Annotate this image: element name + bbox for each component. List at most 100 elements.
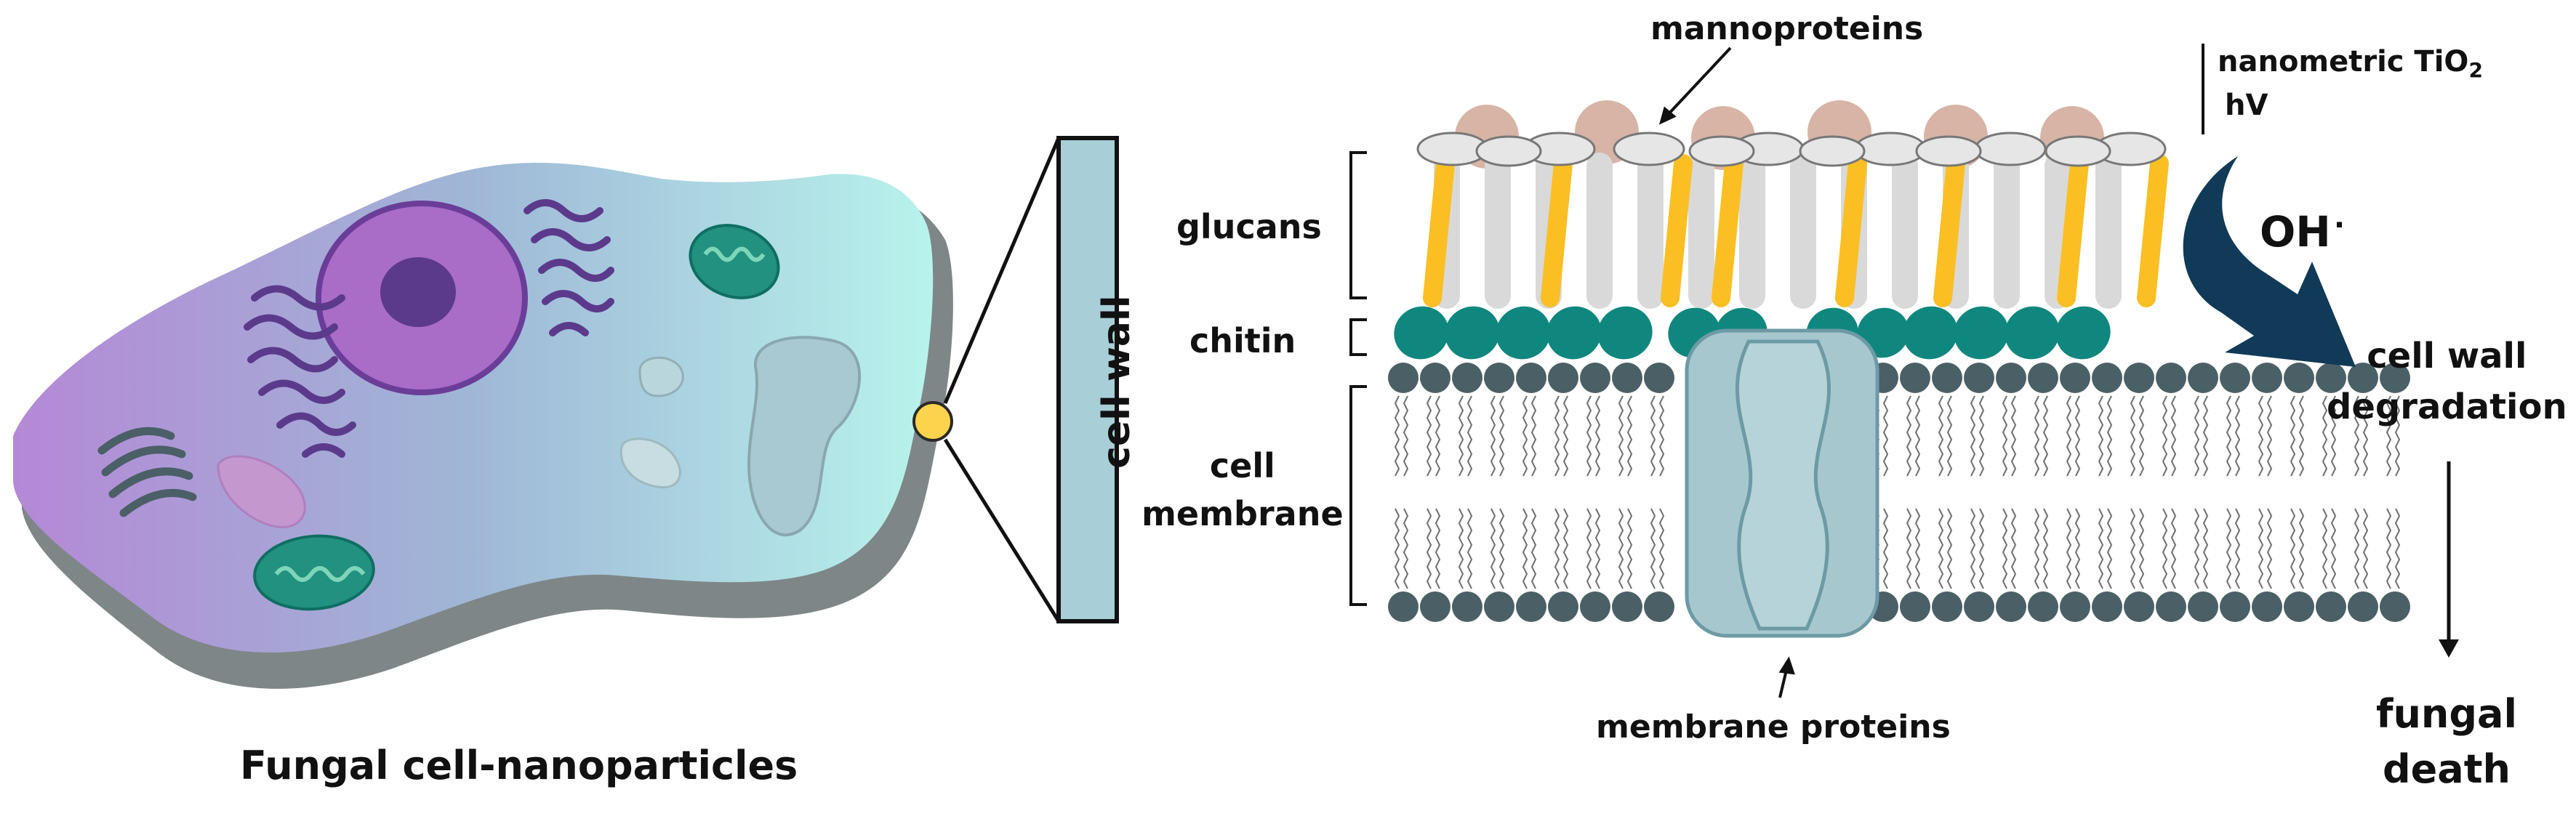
lipid-tail — [1562, 508, 1569, 589]
lipid-tail — [1938, 395, 1944, 477]
fungal-cell-icon — [13, 163, 953, 689]
lipid-tail — [1458, 395, 1464, 477]
lipid-tail — [2298, 395, 2305, 477]
lipid-head-top — [2348, 363, 2378, 393]
fungal-death-line2: death — [2383, 746, 2511, 792]
lipid-head-top — [1516, 363, 1546, 393]
glucan-cap — [1799, 135, 1866, 167]
lipid-head-bottom — [1612, 591, 1642, 622]
lipid-tail — [1562, 395, 1569, 477]
lipid-tail — [1530, 508, 1537, 589]
lipid-head-bottom — [1420, 591, 1450, 622]
chitin-unit — [2005, 306, 2060, 360]
glucan-strand — [1712, 154, 1744, 307]
glucan-chain — [1994, 153, 2020, 309]
lipid-head-bottom — [1388, 591, 1419, 622]
lipid-tail — [1946, 508, 1953, 589]
lipid-tail — [1970, 395, 1976, 477]
fungal-death-label: fungal death — [2376, 687, 2517, 797]
lipid-tail — [1970, 508, 1976, 589]
lipid-head-bottom — [1996, 591, 2026, 622]
lipid-tail — [2130, 508, 2136, 589]
caption: Fungal cell-nanoparticles — [240, 743, 798, 788]
lipid-head-top — [2316, 363, 2346, 393]
lipid-tail — [2194, 508, 2200, 589]
lipid-tail — [2106, 508, 2113, 589]
tio2-text: nanometric TiO — [2218, 45, 2469, 78]
nucleolus — [380, 257, 456, 327]
lipid-tail — [1426, 508, 1432, 589]
cell-wall-box — [1056, 136, 1119, 623]
lipid-head-top — [2380, 363, 2410, 393]
lipid-tail — [1586, 508, 1592, 589]
cell-wall-label: cell wall — [1095, 295, 1139, 469]
glucan-chain — [1892, 153, 1918, 309]
lipid-head-bottom — [2252, 591, 2282, 622]
lipid-tail — [2226, 508, 2232, 589]
lipid-head-top — [2156, 363, 2186, 393]
golgi-apparatus — [97, 427, 197, 517]
mitochondrion-top — [689, 224, 780, 299]
lipid-tail — [1435, 395, 1441, 477]
lipid-tail — [2234, 508, 2241, 589]
lipid-tail — [2066, 395, 2072, 477]
chitin-unit — [1546, 306, 1602, 360]
lipid-head-top — [1452, 363, 1482, 393]
lipid-head-bottom — [1900, 591, 1930, 622]
lipid-tail — [2010, 508, 2017, 589]
tio2-subscript: 2 — [2468, 58, 2483, 82]
glucan-strand — [1933, 154, 1965, 307]
lipid-tail — [1466, 395, 1473, 477]
lipid-tail — [2106, 395, 2113, 477]
layer-brackets — [1349, 151, 1367, 606]
lipid-head-bottom — [1516, 591, 1546, 622]
glucan-chain — [1637, 153, 1664, 309]
zoom-connector — [943, 137, 1061, 623]
lipid-head-top — [2028, 363, 2058, 393]
lipid-tail — [2002, 508, 2008, 589]
lipid-tail — [2266, 508, 2273, 589]
lipid-tail — [2098, 508, 2104, 589]
membrane-proteins-label: membrane proteins — [1596, 708, 1951, 746]
lipid-head-bottom — [2156, 591, 2186, 622]
lipid-tail — [2386, 395, 2392, 477]
lipid-tail — [2194, 395, 2200, 477]
lipid-head-bottom — [1548, 591, 1578, 622]
lipid-tail — [2034, 508, 2040, 589]
lipid-tail — [2138, 395, 2145, 477]
lipid-head-top — [1548, 363, 1578, 393]
lipid-tail — [2010, 395, 2017, 477]
lipid-tail — [1490, 395, 1496, 477]
chitin-unit — [1445, 306, 1500, 360]
lipid-tail — [2042, 395, 2049, 477]
lipid-tail — [2074, 395, 2081, 477]
glucan-cap — [1854, 132, 1927, 166]
oh-radical-dot: · — [2333, 209, 2346, 242]
lipid-tail — [1882, 508, 1889, 589]
glucan-cap — [1688, 135, 1755, 167]
lipid-head-top — [1932, 363, 1962, 393]
lipid-tail — [1498, 395, 1505, 477]
lipid-tail — [2298, 508, 2305, 589]
glucan-chain — [1739, 153, 1765, 309]
lipid-head-bottom — [2092, 591, 2122, 622]
lipid-head-bottom — [1452, 591, 1482, 622]
glucan-chain — [2095, 153, 2122, 309]
lipid-tail — [1626, 508, 1633, 589]
lipid-tail — [2290, 508, 2296, 589]
lipid-head-top — [1612, 363, 1642, 393]
lipid-tail — [2322, 508, 2328, 589]
lipid-tail — [2066, 508, 2072, 589]
lipid-head-bottom — [2316, 591, 2346, 622]
lipid-head-top — [1388, 363, 1419, 393]
lipid-tail — [1394, 508, 1400, 589]
cell-wall-degradation-label: cell wall degradation — [2327, 331, 2567, 432]
lipid-tail — [2162, 395, 2168, 477]
chitin-unit — [1954, 306, 2009, 360]
lipid-tail — [1554, 395, 1560, 477]
glucan-strand — [1661, 154, 1693, 307]
lipid-tail — [2330, 395, 2337, 477]
lipid-tail — [1554, 508, 1560, 589]
reaction-arrow-icon — [2183, 156, 2356, 367]
lipid-tail — [1658, 508, 1665, 589]
